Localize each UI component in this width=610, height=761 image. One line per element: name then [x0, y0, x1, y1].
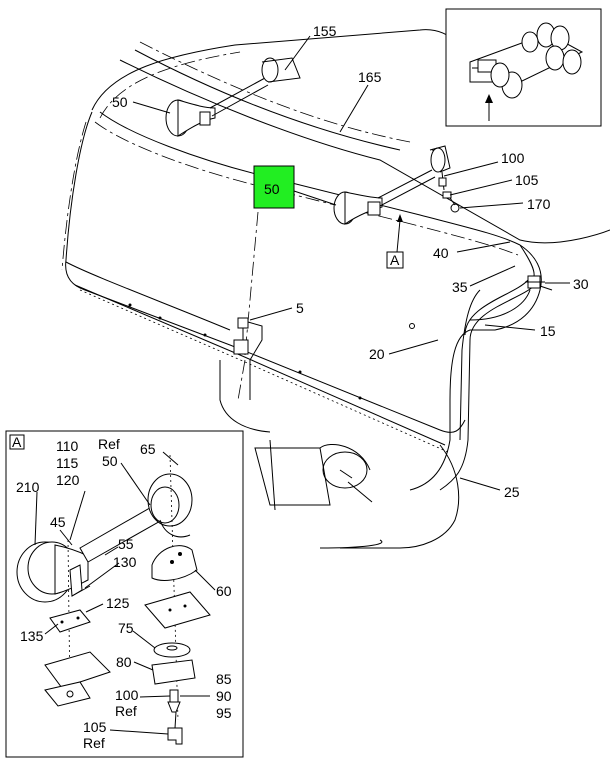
callout-155: 155: [313, 23, 337, 39]
callout-105: 105: [515, 172, 539, 188]
detail-a-parts: [16, 454, 211, 745]
view-a-reference-letter: A: [390, 252, 400, 268]
callout-25: 25: [504, 484, 520, 500]
detail-callout-125: 125: [106, 595, 130, 611]
callout-labels-main: 155 165 50 50 100 105 170 40 35 30 15 5 …: [112, 23, 589, 500]
highlight-box: [253, 165, 295, 209]
callout-5: 5: [296, 300, 304, 316]
detail-a-tag-box: [9, 434, 25, 450]
detail-callout-130: 130: [113, 554, 137, 570]
detail-callout-105: 105: [83, 719, 107, 735]
view-a-reference-box: [386, 251, 404, 269]
arrow-head-view-a: [397, 214, 403, 222]
horn-front: [333, 145, 460, 225]
detail-callout-ref-100: Ref: [115, 703, 137, 719]
chassis-inset: [445, 8, 602, 127]
detail-callout-135: 135: [20, 628, 44, 644]
callout-20: 20: [369, 346, 385, 362]
detail-callout-ref-50: Ref: [98, 436, 120, 452]
detail-callout-80: 80: [116, 654, 132, 670]
callout-50-highlighted: 50: [264, 181, 280, 197]
callout-40: 40: [433, 245, 449, 261]
detail-callout-210: 210: [16, 479, 40, 495]
detail-callout-55: 55: [118, 536, 134, 552]
detail-callout-75: 75: [118, 620, 134, 636]
detail-callout-100: 100: [115, 687, 139, 703]
detail-callout-ref-105: Ref: [83, 735, 105, 751]
callout-170: 170: [527, 196, 551, 212]
cab-outline: [61, 29, 610, 549]
horn-rear: [165, 57, 301, 137]
connector-30: [519, 244, 553, 291]
detail-callout-115: 115: [56, 455, 79, 471]
callout-labels-detail-a: A 110 115 120 Ref 50 65 210 45 55 130 60…: [12, 434, 232, 751]
detail-callout-45: 45: [50, 514, 66, 530]
detail-callout-60: 60: [216, 583, 232, 599]
air-line-25: [439, 279, 536, 491]
detail-a-leaders: [34, 451, 216, 735]
detail-callout-110: 110: [56, 438, 79, 454]
callout-15: 15: [540, 323, 556, 339]
callout-30: 30: [573, 276, 589, 292]
detail-callout-50: 50: [102, 453, 118, 469]
callout-35: 35: [452, 279, 468, 295]
callout-50-rear: 50: [112, 94, 128, 110]
detail-callout-85: 85: [216, 671, 232, 687]
valve-5: [233, 317, 263, 400]
leader-lines: [132, 35, 570, 491]
callout-100: 100: [501, 150, 525, 166]
detail-callout-90: 90: [216, 688, 232, 704]
detail-callout-95: 95: [216, 705, 232, 721]
detail-a-tag: A: [12, 434, 22, 450]
callout-165: 165: [358, 69, 382, 85]
detail-callout-120: 120: [56, 472, 80, 488]
detail-callout-65: 65: [140, 441, 156, 457]
